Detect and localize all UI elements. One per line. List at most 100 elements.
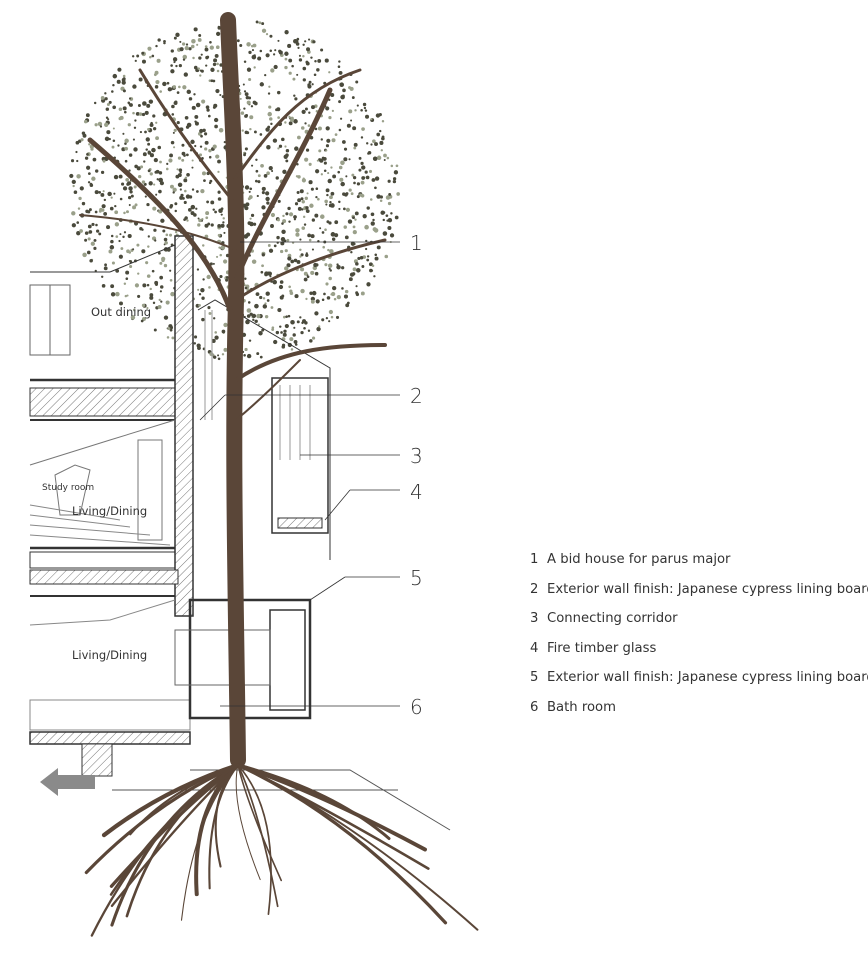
foliage-dot bbox=[161, 256, 166, 261]
root bbox=[109, 763, 240, 888]
foliage-dot bbox=[307, 233, 311, 238]
foliage-dot bbox=[358, 156, 362, 160]
foliage-dot bbox=[191, 105, 196, 110]
foliage-dot bbox=[76, 221, 80, 224]
foliage-dot bbox=[176, 91, 180, 94]
foliage-dot bbox=[300, 267, 305, 272]
foliage-dot bbox=[287, 256, 292, 261]
foliage-dot bbox=[271, 170, 274, 173]
foliage-dot bbox=[253, 101, 258, 106]
foliage-dot bbox=[154, 282, 158, 286]
foliage-dot bbox=[240, 111, 245, 115]
foliage-dot bbox=[88, 208, 92, 212]
foliage-dot bbox=[366, 258, 370, 262]
foliage-dot bbox=[225, 276, 229, 279]
foliage-dot bbox=[207, 306, 211, 310]
foliage-dot bbox=[114, 204, 117, 208]
foliage-dot bbox=[248, 77, 252, 82]
foliage-dot bbox=[127, 234, 132, 239]
foliage-dot bbox=[356, 104, 359, 107]
foliage-dot bbox=[212, 144, 217, 149]
foliage-dot bbox=[152, 206, 157, 211]
foliage-dot bbox=[202, 244, 205, 247]
foliage-dot bbox=[359, 256, 364, 260]
root bbox=[237, 764, 279, 908]
foliage-dot bbox=[172, 191, 175, 194]
foliage-dot bbox=[326, 296, 331, 300]
foliage-dot bbox=[71, 223, 76, 228]
foliage-dot bbox=[218, 127, 224, 133]
foliage-dot bbox=[382, 218, 385, 222]
foliage-dot bbox=[335, 315, 340, 319]
foliage-dot bbox=[283, 329, 287, 333]
foliage-dot bbox=[290, 319, 295, 325]
foliage-dot bbox=[139, 130, 143, 134]
foliage-dot bbox=[204, 47, 209, 52]
foliage-dot bbox=[340, 160, 345, 166]
foliage-dot bbox=[261, 28, 267, 33]
foliage-dot bbox=[179, 40, 182, 43]
foliage-dot bbox=[390, 164, 394, 168]
foliage-dot bbox=[98, 209, 102, 213]
foliage-dot bbox=[108, 100, 112, 104]
foliage-dot bbox=[123, 231, 127, 234]
foliage-dot bbox=[320, 214, 325, 219]
foliage-dot bbox=[212, 62, 217, 67]
foliage-dot bbox=[350, 192, 354, 196]
foliage-dot bbox=[244, 286, 248, 290]
foliage-dot bbox=[178, 168, 183, 172]
foliage-dot bbox=[138, 77, 143, 82]
foliage-dot bbox=[86, 250, 91, 255]
foliage-dot bbox=[166, 162, 169, 166]
foliage-dot bbox=[285, 148, 290, 153]
foliage-dot bbox=[289, 117, 295, 122]
foliage-dot bbox=[223, 141, 226, 144]
foliage-dot bbox=[112, 73, 118, 79]
foliage-dot bbox=[197, 38, 202, 42]
foliage-dot bbox=[303, 223, 307, 226]
foliage-dot bbox=[221, 329, 226, 334]
foliage-dot bbox=[339, 177, 344, 182]
foliage-dot bbox=[365, 247, 368, 251]
foliage-dot bbox=[244, 185, 250, 190]
foliage-dot bbox=[165, 233, 169, 237]
foliage-dot bbox=[147, 46, 152, 51]
foliage-dot bbox=[169, 233, 173, 237]
foliage-dot bbox=[323, 161, 327, 165]
foliage-dot bbox=[137, 272, 140, 275]
foliage-dot bbox=[160, 300, 163, 303]
foliage-dot bbox=[191, 159, 194, 162]
foliage-dot bbox=[200, 134, 203, 138]
foliage-dot bbox=[222, 221, 225, 224]
foliage-dot bbox=[184, 115, 189, 120]
foliage-dot bbox=[127, 123, 131, 127]
foliage-dot bbox=[368, 262, 373, 267]
foliage-dot bbox=[146, 274, 151, 278]
foliage-dot bbox=[203, 179, 206, 182]
foliage-dot bbox=[283, 154, 288, 159]
foliage-dot bbox=[276, 218, 280, 222]
foliage-dot bbox=[145, 261, 149, 265]
foliage-dot bbox=[248, 190, 251, 193]
foliage-dot bbox=[243, 234, 249, 239]
foliage-dot bbox=[330, 203, 335, 208]
foliage-dot bbox=[169, 153, 173, 158]
foliage-dot bbox=[196, 43, 199, 46]
foliage-dot bbox=[317, 126, 322, 131]
foliage-dot bbox=[118, 174, 123, 179]
foliage-dot bbox=[247, 301, 251, 304]
foliage-dot bbox=[199, 74, 202, 77]
foliage-dot bbox=[201, 317, 205, 322]
foliage-dot bbox=[266, 299, 270, 302]
foliage-dot bbox=[176, 121, 180, 125]
foliage-dot bbox=[320, 48, 324, 52]
foliage-dot bbox=[309, 203, 314, 208]
foliage-dot bbox=[149, 295, 154, 300]
foliage-dot bbox=[215, 154, 220, 159]
foliage-dot bbox=[351, 272, 356, 276]
foliage-dot bbox=[157, 305, 162, 309]
foliage-dot bbox=[128, 196, 132, 200]
foliage-dot bbox=[115, 291, 120, 297]
foliage-dot bbox=[97, 121, 103, 127]
foliage-dot bbox=[181, 158, 185, 162]
